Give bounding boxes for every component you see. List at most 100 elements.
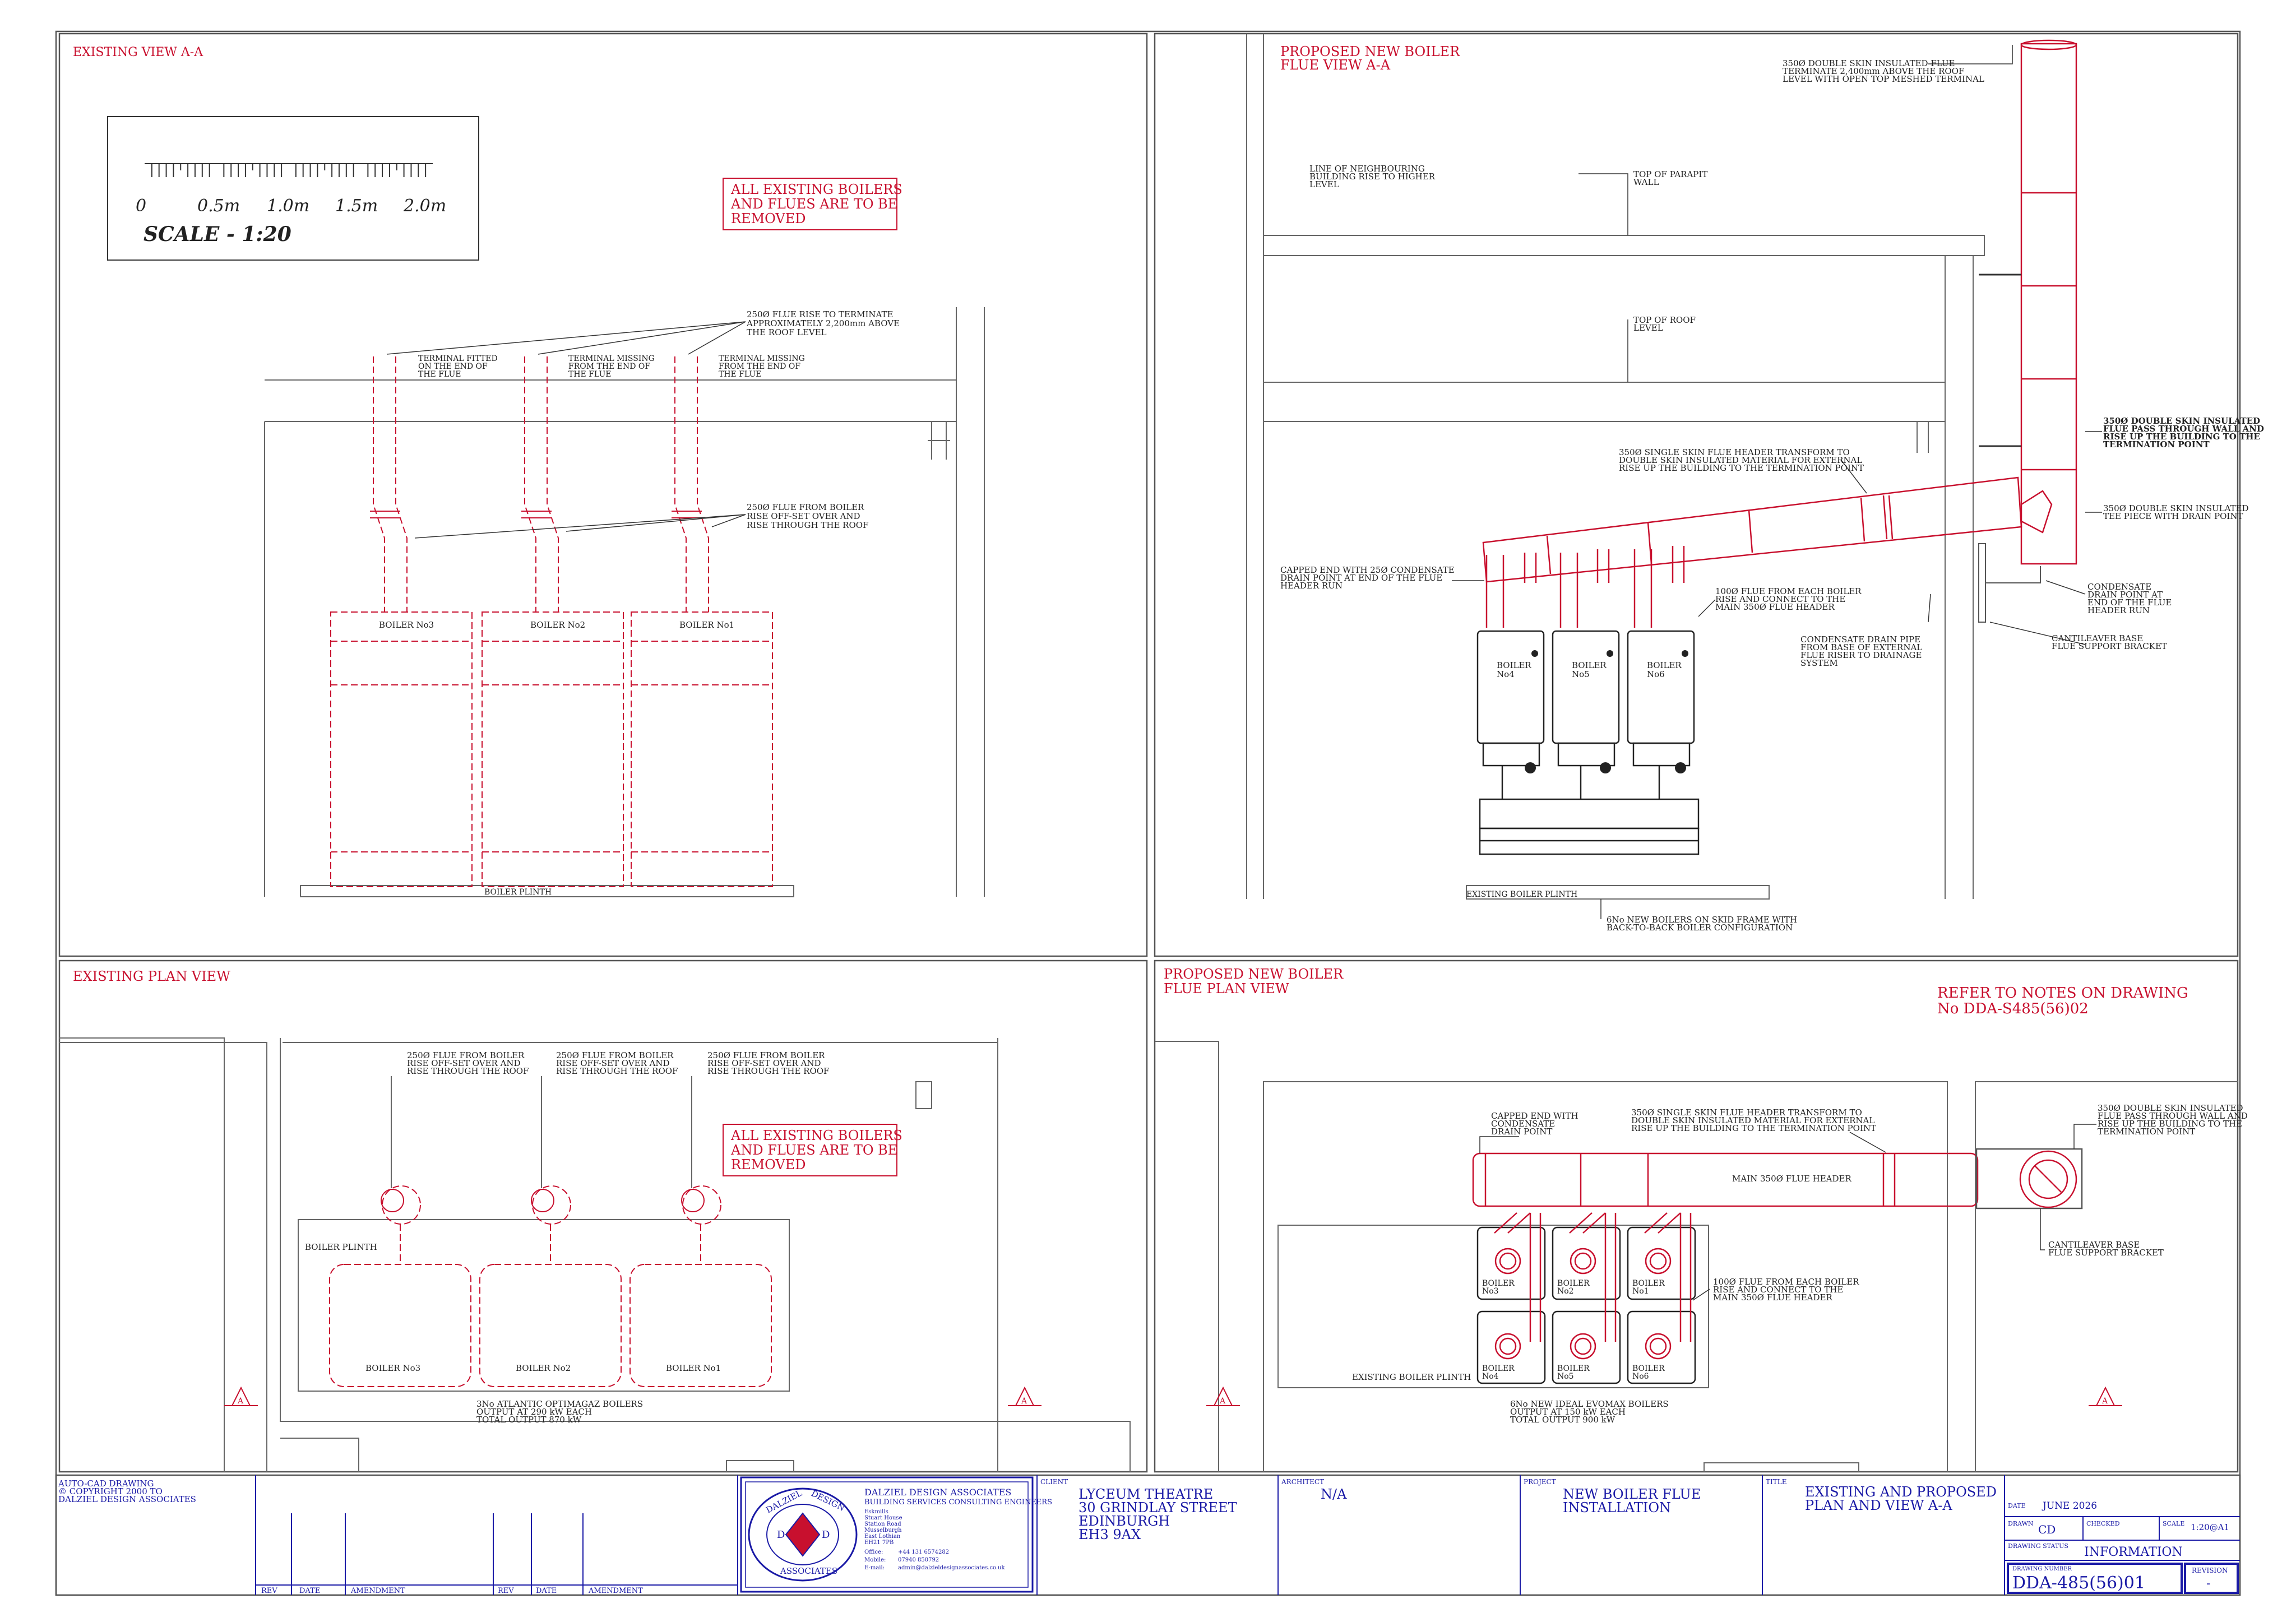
client-line-2: 30 GRINDLAY STREET — [1078, 1500, 1237, 1516]
tee-note-2: TEE PIECE WITH DRAIN POINT — [2103, 511, 2243, 521]
section-mark-a-left-label: A — [237, 1397, 244, 1406]
checked-label: CHECKED — [2086, 1520, 2120, 1527]
plan-wall-note-2: FLUE PASS THROUGH WALL AND — [2098, 1111, 2248, 1121]
client-line-3: EDINBURGH — [1078, 1513, 1170, 1529]
existing-removal-note-2: AND FLUES ARE TO BE — [730, 196, 897, 212]
plan-wall-note-4: TERMINATION POINT — [2098, 1127, 2195, 1137]
plan-boiler-no6-1: BOILER — [1632, 1364, 1665, 1373]
refer-note-1: REFER TO NOTES ON DRAWING — [1937, 985, 2188, 1002]
scale-tick-1: 0.5m — [197, 196, 240, 216]
existing-boiler-no3: BOILER No3 — [379, 620, 434, 630]
refer-note-2: No DDA-S485(56)02 — [1937, 1000, 2089, 1017]
scale-value: 1:20@A1 — [2191, 1522, 2229, 1532]
proposed-section-mark-right — [2089, 1386, 2122, 1406]
scale-label-cell: SCALE — [2163, 1520, 2184, 1527]
terminal-note-1: 350Ø DOUBLE SKIN INSULATED FLUE — [1783, 58, 1955, 68]
address-line-5: East Lothian — [864, 1533, 901, 1540]
flue-header — [1482, 476, 2022, 583]
condensate-note-4: HEADER RUN — [2087, 605, 2150, 615]
terminal-fitted-3: THE FLUE — [418, 370, 461, 379]
neighbour-note-3: LEVEL — [1309, 179, 1339, 189]
plan-capped-note-3: DRAIN POINT — [1491, 1127, 1552, 1137]
wall-note-4: TERMINATION POINT — [2103, 439, 2210, 449]
drawn-value: CD — [2038, 1523, 2056, 1536]
wall-note-3: RISE UP THE BUILDING TO THE — [2103, 432, 2260, 442]
drain-pipe-note-3: FLUE RISER TO DRAINAGE — [1800, 650, 1922, 660]
flue-rise-note-1: 250Ø FLUE RISE TO TERMINATE — [747, 309, 894, 319]
terminal-fitted-1: TERMINAL FITTED — [418, 354, 498, 363]
proposed-plinth-label: EXISTING BOILER PLINTH — [1466, 890, 1577, 899]
cantilever-bracket — [1978, 543, 2041, 623]
revision-value: - — [2206, 1577, 2210, 1591]
plan-capped-note-2: CONDENSATE — [1491, 1119, 1555, 1129]
plan-boiler-no4-2: No4 — [1482, 1372, 1499, 1381]
cantilever-note-2: FLUE SUPPORT BRACKET — [2052, 641, 2167, 651]
plan-plinth-label: BOILER PLINTH — [305, 1242, 377, 1252]
logo-letter-1: D — [777, 1529, 785, 1541]
contact-email: admin@dalzieldesignassociates.co.uk — [898, 1565, 1005, 1571]
existing-plan-boilers — [329, 1185, 772, 1387]
proposed-plan-title-1: PROPOSED NEW BOILER — [1164, 966, 1344, 982]
existing-plan-title: EXISTING PLAN VIEW — [73, 968, 230, 984]
wall-brackets — [1979, 274, 2021, 447]
plan-offset-c-1: 250Ø FLUE FROM BOILER — [707, 1050, 825, 1060]
rev-col-2: DATE — [299, 1587, 320, 1595]
capped-note-2: DRAIN POINT AT END OF THE FLUE — [1280, 573, 1442, 583]
logo-word-2: DESIGN — [809, 1488, 846, 1513]
sheet-frames — [55, 30, 2241, 1596]
plan-boiler-flues — [1494, 1212, 1692, 1360]
rev-col-1: REV — [261, 1587, 277, 1595]
plan-offset-a-3: RISE THROUGH THE ROOF — [407, 1066, 529, 1076]
proposed-section-title-1: PROPOSED NEW BOILER — [1280, 44, 1460, 59]
plan-output-note-3: TOTAL OUTPUT 870 kW — [476, 1415, 582, 1425]
neighbour-note-1: LINE OF NEIGHBOURING — [1309, 164, 1425, 174]
plan-boiler-no5-2: No5 — [1557, 1372, 1574, 1381]
plan-boiler-no4-1: BOILER — [1482, 1364, 1515, 1373]
plan-boiler-no5-1: BOILER — [1557, 1364, 1590, 1373]
terminal-missing-a-2: FROM THE END OF — [568, 362, 650, 371]
plan-removal-note-3: REMOVED — [731, 1157, 806, 1173]
existing-plan-flue-circles — [381, 1189, 705, 1212]
drawn-label: DRAWN — [2008, 1520, 2034, 1527]
contact-mobile: 07940 850792 — [898, 1557, 939, 1563]
cantilever-note-1: CANTILEAVER BASE — [2052, 633, 2143, 643]
plan-offset-a-1: 250Ø FLUE FROM BOILER — [407, 1050, 525, 1060]
plan-wall-note-1: 350Ø DOUBLE SKIN INSULATED — [2098, 1103, 2243, 1113]
scale-tick-4: 2.0m — [403, 196, 446, 216]
boiler-no4-label-1: BOILER — [1497, 660, 1531, 670]
plan-main-header-label: MAIN 350Ø FLUE HEADER — [1732, 1174, 1851, 1184]
offset-note-1: 250Ø FLUE FROM BOILER — [747, 502, 864, 512]
capped-note-1: CAPPED END WITH 25Ø CONDENSATE — [1280, 565, 1455, 575]
project-label: PROJECT — [1524, 1478, 1556, 1486]
proposed-section-title-2: FLUE VIEW A-A — [1280, 57, 1391, 73]
boiler-no6-label-2: No6 — [1647, 669, 1665, 679]
scale-tick-2: 1.0m — [267, 196, 309, 216]
title-block: AUTO-CAD DRAWING © COPYRIGHT 2000 TO DAL… — [58, 1475, 2240, 1595]
client-line-4: EH3 9AX — [1078, 1527, 1141, 1542]
client-label: CLIENT — [1040, 1478, 1068, 1486]
skid-note-1: 6No NEW BOILERS ON SKID FRAME WITH — [1607, 915, 1797, 925]
plan-new-output-2: OUTPUT AT 150 kW EACH — [1510, 1407, 1626, 1417]
proposed-plan-title-2: FLUE PLAN VIEW — [1164, 981, 1289, 997]
terminal-note-3: LEVEL WITH OPEN TOP MESHED TERMINAL — [1783, 74, 1984, 84]
logo-letter-2: D — [822, 1529, 830, 1541]
plan-new-boilers — [1476, 1226, 1696, 1384]
drawing-number: DDA-485(56)01 — [2012, 1573, 2145, 1593]
client-line-1: LYCEUM THEATRE — [1078, 1486, 1213, 1502]
plan-cantilever-note-2: FLUE SUPPORT BRACKET — [2048, 1248, 2164, 1258]
drain-pipe-note-1: CONDENSATE DRAIN PIPE — [1800, 634, 1920, 645]
rev-col-6: AMENDMENT — [588, 1587, 643, 1595]
existing-plan-view: EXISTING PLAN VIEW — [59, 968, 1131, 1472]
flue-rise-note-3: THE ROOF LEVEL — [747, 327, 827, 337]
proposed-section-mark-right-label: A — [2101, 1397, 2108, 1406]
existing-boiler-no2: BOILER No2 — [530, 620, 585, 630]
plan-header-note-1: 350Ø SINGLE SKIN FLUE HEADER TRANSFORM T… — [1631, 1107, 1862, 1118]
boiler-flue-risers — [1485, 546, 1685, 628]
project-line-2: INSTALLATION — [1563, 1500, 1671, 1516]
address-line-4: Musselburgh — [864, 1527, 902, 1533]
address-line-1: Eskmills — [864, 1509, 888, 1515]
section-mark-a-left — [224, 1386, 258, 1406]
plan-capped-note-1: CAPPED END WITH — [1491, 1111, 1578, 1121]
plan-external-riser — [2019, 1150, 2077, 1208]
